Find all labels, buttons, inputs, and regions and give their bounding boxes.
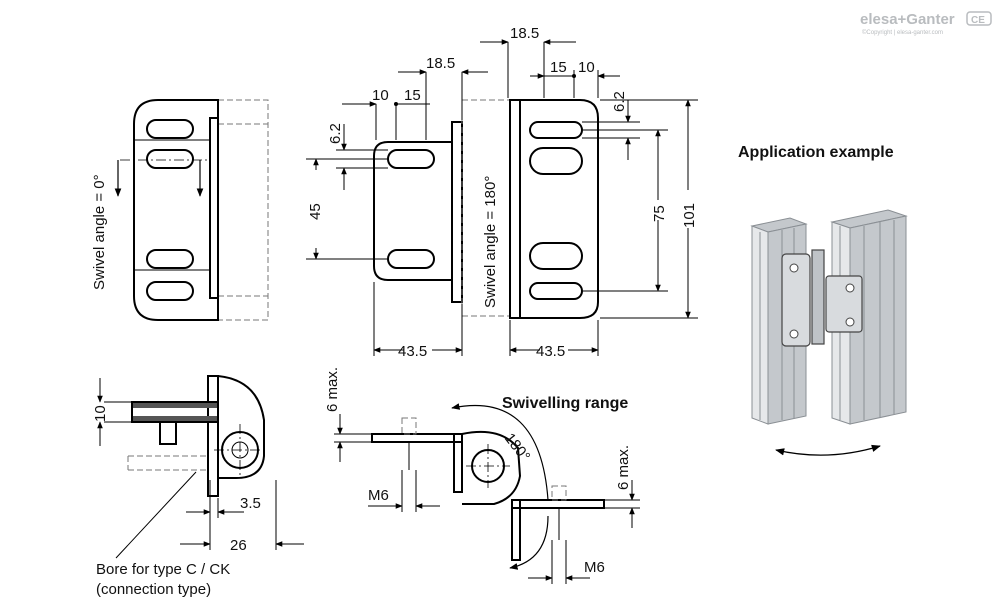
- label-swivel-180: Swivel angle = 180°: [482, 176, 499, 308]
- slot-holes-0: [146, 119, 194, 301]
- brand-logo: elesa+Ganter CE ©Copyright | elesa-gante…: [860, 11, 992, 36]
- dim-45: 45: [307, 203, 324, 220]
- dim-m6-left: M6: [368, 487, 389, 504]
- dim-3-5: 3.5: [240, 495, 261, 512]
- dim-10-right: 10: [578, 59, 595, 76]
- label-application-example: Application example: [738, 144, 894, 161]
- dim-15-right: 15: [550, 59, 567, 76]
- dim-10-left: 10: [372, 87, 389, 104]
- view-swivel-180: Swivel angle = 180° 18.5 15 10 18.5 10 1…: [306, 25, 698, 360]
- dim-15-left: 15: [404, 87, 421, 104]
- dim-10-section: 10: [92, 405, 109, 422]
- bore-note-line-1: Bore for type C / CK: [96, 561, 230, 578]
- ce-badge: CE: [971, 15, 985, 26]
- dim-101: 101: [681, 203, 698, 228]
- slot-hole-left-upper: [387, 149, 435, 169]
- hinge-mounted: [781, 249, 863, 347]
- dim-43-5-left: 43.5: [398, 343, 427, 360]
- dim-18-5-mid: 18.5: [426, 55, 455, 72]
- dim-6-max-left: 6 max.: [324, 367, 341, 412]
- copyright-text: ©Copyright | elesa-ganter.com: [862, 29, 943, 36]
- dim-m6-right: M6: [584, 559, 605, 576]
- bore-note-line-2: (connection type): [96, 581, 211, 598]
- section-view: 10 3.5 26 Bore for type C / CK (connecti…: [92, 375, 304, 598]
- view-swivel-0: Swivel angle = 0°: [91, 99, 269, 321]
- dim-6-2-right: 6.2: [611, 91, 628, 112]
- dim-6-max-right: 6 max.: [615, 445, 632, 490]
- application-example: Application example: [738, 144, 908, 456]
- dim-180: 180°: [501, 430, 534, 465]
- label-swivelling-range: Swivelling range: [502, 395, 628, 412]
- slot-hole-left-lower: [387, 249, 435, 269]
- dim-43-5-right: 43.5: [536, 343, 565, 360]
- dim-75: 75: [651, 205, 668, 222]
- label-swivel-0: Swivel angle = 0°: [91, 174, 108, 290]
- brand-logo-text: elesa+Ganter: [860, 11, 955, 28]
- swivelling-range-view: Swivelling range 180° 6 max. 6 max. M6: [324, 367, 640, 584]
- dim-26: 26: [230, 537, 247, 554]
- dim-6-2-left: 6.2: [327, 123, 344, 144]
- dim-18-5-top: 18.5: [510, 25, 539, 42]
